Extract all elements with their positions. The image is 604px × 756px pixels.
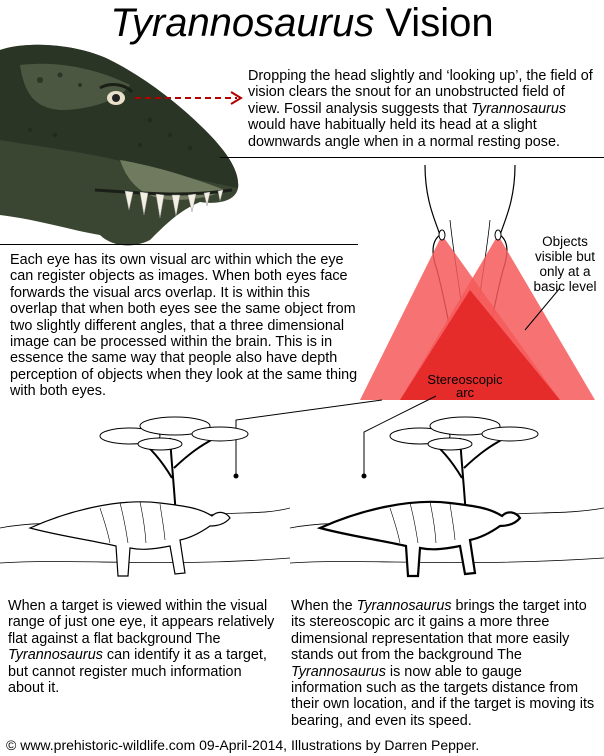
flat-text-2: can identify it as a target, but cannot … [8, 647, 267, 697]
intro-text-1: Dropping the head slightly and ‘looking … [248, 68, 593, 117]
flat-view-scene [0, 416, 290, 577]
title-rest: Vision [374, 1, 494, 45]
intro-paragraph: Dropping the head slightly and ‘looking … [248, 68, 593, 150]
stereo-text-1: When the [291, 598, 357, 614]
divider-top [220, 157, 604, 158]
stereo-label-line1: Stereoscopic [427, 372, 503, 387]
intro-italic-1: Tyrannosaurus [471, 100, 567, 117]
dashed-arrow [135, 91, 243, 105]
stereo-text-3: is now able to gauge information such as… [291, 663, 595, 729]
footer-credit: © www.prehistoric-wildlife.com 09-April-… [6, 737, 480, 753]
intro-text-2: would have habitually held its head at a… [248, 117, 560, 150]
stereoscopic-view-scene [290, 416, 604, 578]
eye-arc-paragraph: Each eye has its own visual arc within w… [10, 252, 358, 400]
stereo-italic-1: Tyrannosaurus [356, 598, 452, 614]
flat-view-paragraph: When a target is viewed within the visua… [8, 598, 278, 696]
objects-label: Objects visible but only at a basic leve… [533, 234, 597, 294]
stereoscopic-paragraph: When the Tyrannosaurus brings the target… [291, 598, 597, 729]
page-title: Tyrannosaurus Vision [0, 0, 604, 46]
stereo-italic-2: Tyrannosaurus [291, 663, 386, 680]
stereo-label-line2: arc [455, 385, 475, 400]
divider-middle [0, 244, 358, 245]
stereo-text-2: brings the target into its stereoscopic … [291, 598, 587, 664]
flat-text-1: When a target is viewed within the visua… [8, 598, 275, 647]
scene-pointers [233, 395, 437, 479]
visual-arc-diagram [360, 164, 595, 400]
flat-italic-1: Tyrannosaurus [8, 647, 103, 664]
title-italic: Tyrannosaurus [110, 1, 375, 45]
trex-head-illustration [0, 44, 239, 246]
